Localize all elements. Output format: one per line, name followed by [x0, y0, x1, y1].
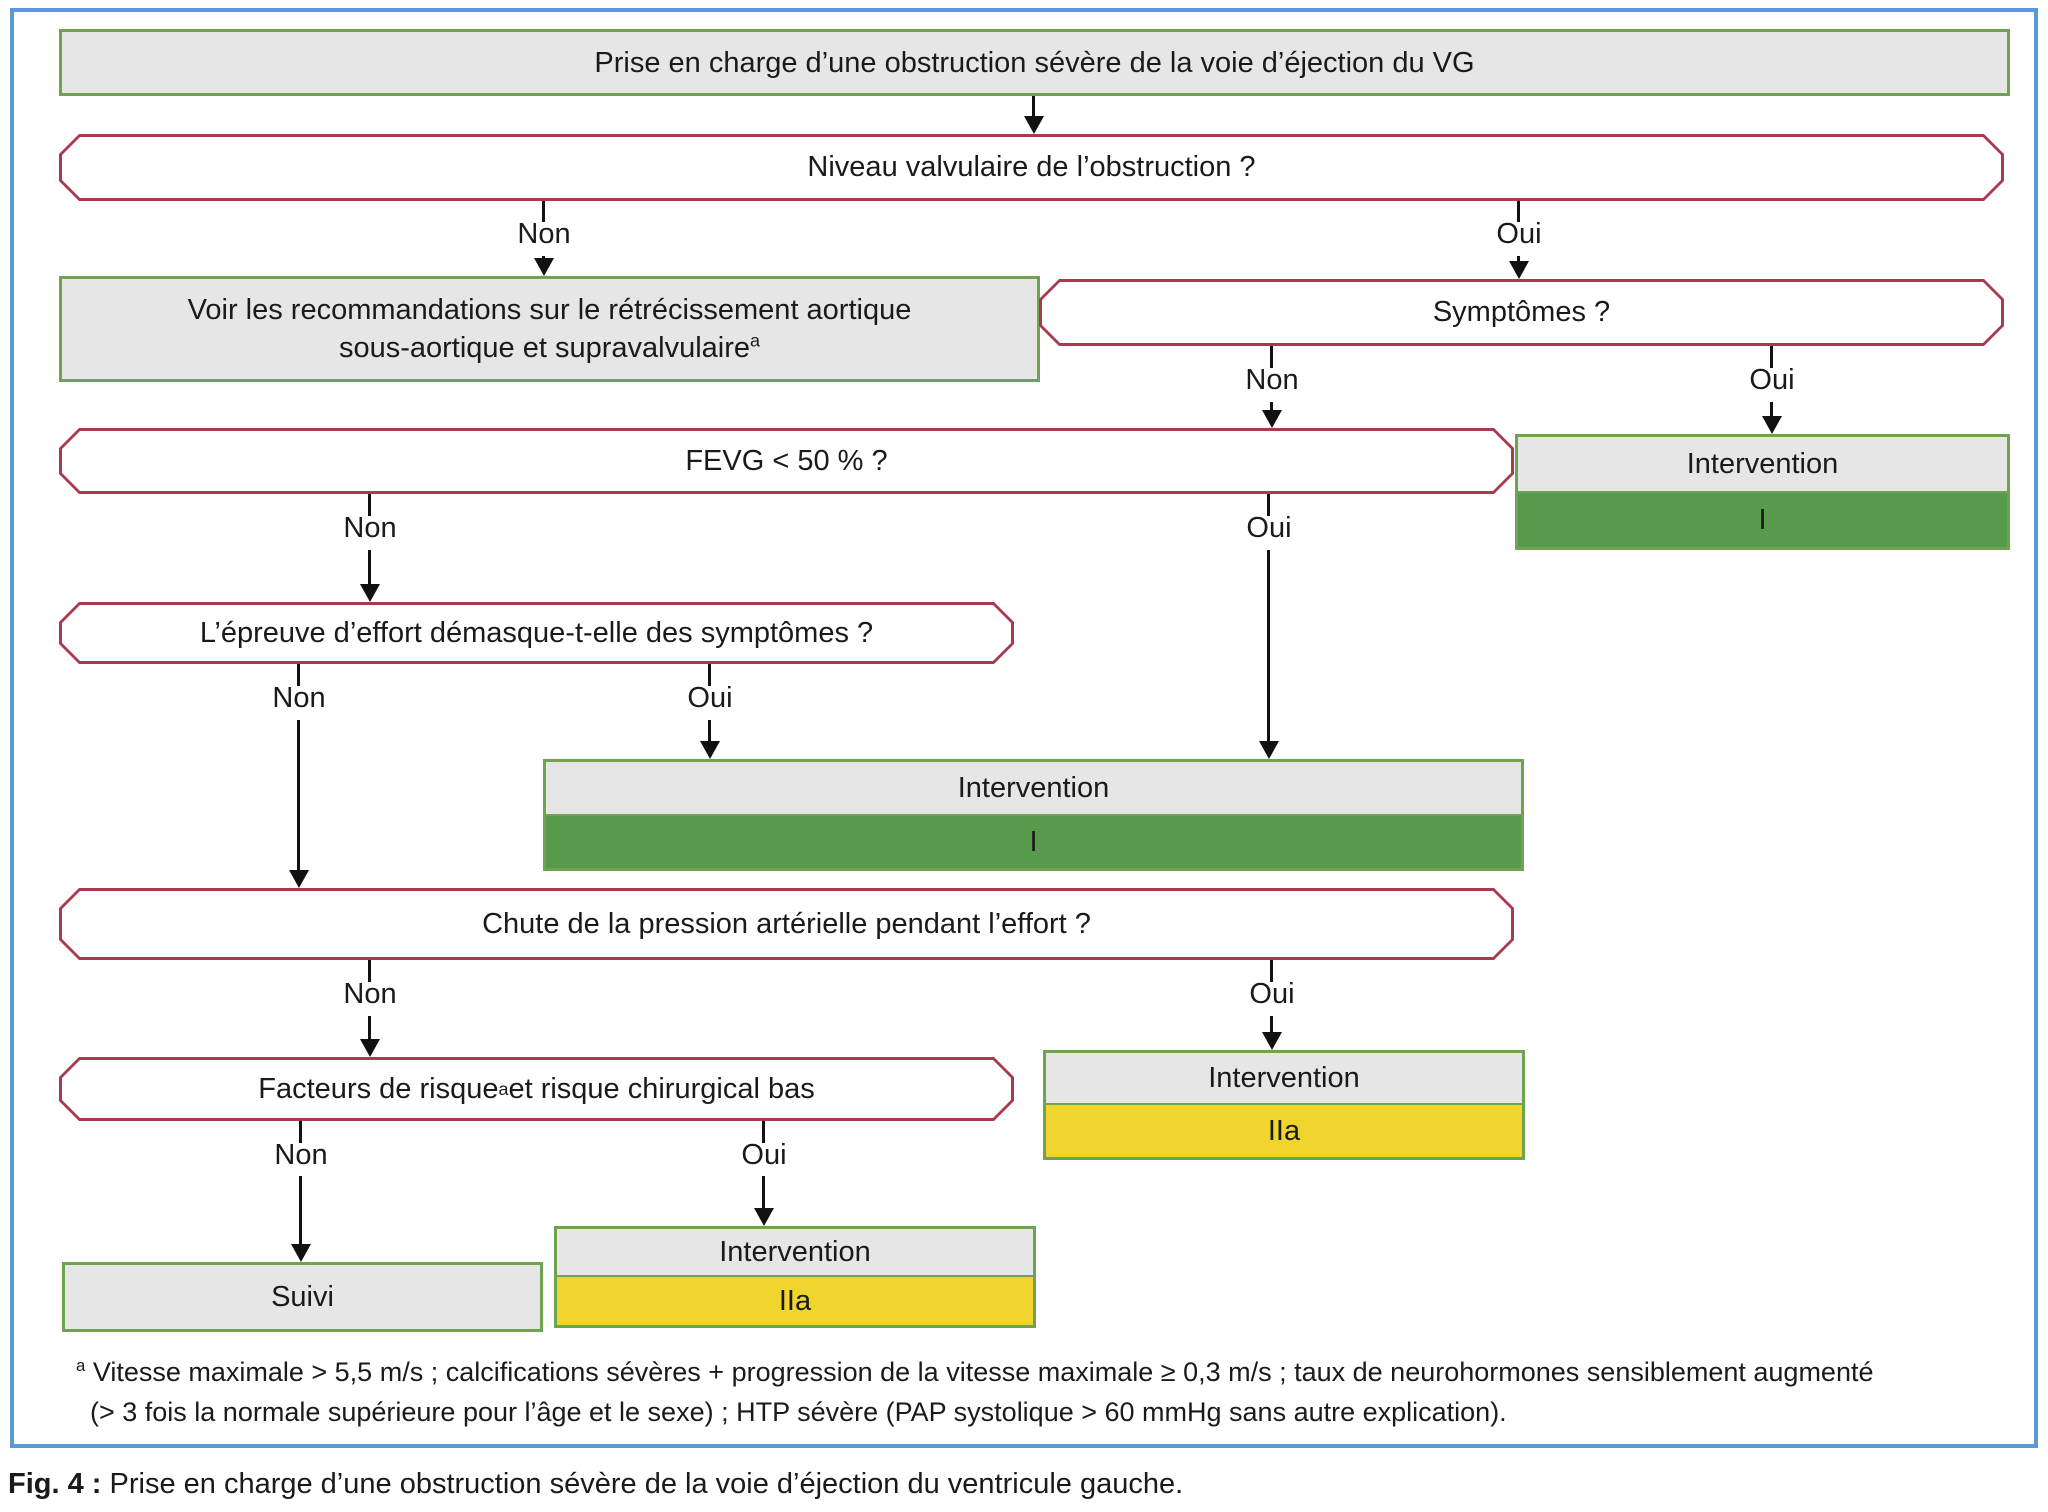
edge-label-non-exercise: Non: [272, 682, 326, 714]
connector-line: [368, 494, 371, 516]
edge-label-non-bp: Non: [343, 978, 397, 1010]
node-q-bp-drop-label: Chute de la pression artérielle pendant …: [482, 907, 1091, 940]
edge-label-oui-valvular: Oui: [1496, 218, 1542, 250]
arrowhead: [360, 584, 380, 602]
node-suivi: Suivi: [62, 1262, 543, 1332]
reco-line1: Voir les recommandations sur le rétrécis…: [187, 294, 912, 326]
connector-line: [1770, 402, 1773, 418]
figure-caption-prefix: Fig. 4 :: [8, 1468, 102, 1500]
edge-label-non-risk: Non: [274, 1139, 328, 1171]
connector-line: [1270, 1016, 1273, 1034]
node-intervention-exercise: Intervention I: [543, 759, 1524, 871]
arrowhead: [1262, 410, 1282, 428]
edge-label-oui-risk: Oui: [741, 1139, 787, 1171]
edge-label-oui-symptoms: Oui: [1749, 364, 1795, 396]
node-q-valvular-level-label: Niveau valvulaire de l’obstruction ?: [807, 151, 1256, 183]
connector-line: [297, 664, 300, 686]
connector-line: [1267, 494, 1270, 516]
edge-label-oui-exercise: Oui: [687, 682, 733, 714]
reco-line2: sous-aortique et supravalvulaire: [338, 332, 751, 364]
node-q-exercise-test: L’épreuve d’effort démasque-t-elle des s…: [59, 602, 1014, 664]
intervention-title: Intervention: [546, 762, 1521, 816]
node-see-recommendations-label: Voir les recommandations sur le rétrécis…: [188, 291, 912, 367]
connector-line: [1032, 96, 1035, 120]
node-q-symptoms: Symptômes ?: [1039, 279, 2004, 346]
footnote: a Vitesse maximale > 5,5 m/s ; calcifica…: [76, 1352, 2016, 1432]
arrowhead: [754, 1208, 774, 1226]
reco-footnote-mark: a: [750, 330, 761, 351]
footnote-line2-text: (> 3 fois la normale supérieure pour l’â…: [90, 1397, 1507, 1427]
connector-line: [708, 720, 711, 743]
arrowhead: [534, 258, 554, 276]
arrowhead: [291, 1244, 311, 1262]
arrowhead: [700, 741, 720, 759]
edge-label-oui-bp: Oui: [1249, 978, 1295, 1010]
connector-line: [1267, 550, 1270, 743]
figure-caption-text: Prise en charge d’une obstruction sévère…: [101, 1468, 1184, 1500]
connector-line: [762, 1121, 765, 1143]
arrowhead: [1262, 1032, 1282, 1050]
connector-line: [368, 550, 371, 586]
node-suivi-label: Suivi: [271, 1281, 334, 1313]
arrowhead: [1762, 416, 1782, 434]
node-start: Prise en charge d’une obstruction sévère…: [59, 29, 2010, 96]
edge-label-oui-fevg: Oui: [1246, 512, 1292, 544]
connector-line: [1270, 346, 1273, 368]
edge-label-non-fevg: Non: [343, 512, 397, 544]
node-q-exercise-test-label: L’épreuve d’effort démasque-t-elle des s…: [199, 616, 874, 649]
intervention-title: Intervention: [1518, 437, 2007, 493]
figure-border-frame: Prise en charge d’une obstruction sévère…: [10, 8, 2038, 1448]
connector-line: [368, 960, 371, 982]
intervention-title: Intervention: [1046, 1053, 1522, 1105]
node-q-fevg: FEVG < 50 % ?: [59, 428, 1514, 494]
node-start-label: Prise en charge d’une obstruction sévère…: [594, 46, 1475, 79]
connector-line: [542, 201, 545, 222]
connector-line: [368, 1016, 371, 1041]
connector-line: [297, 720, 300, 872]
connector-line: [299, 1121, 302, 1143]
node-q-fevg-label: FEVG < 50 % ?: [685, 444, 888, 477]
arrowhead: [1024, 116, 1044, 134]
node-see-recommendations: Voir les recommandations sur le rétrécis…: [59, 276, 1040, 382]
node-q-bp-drop: Chute de la pression artérielle pendant …: [59, 888, 1514, 960]
connector-line: [708, 664, 711, 686]
footnote-line1: a Vitesse maximale > 5,5 m/s ; calcifica…: [76, 1352, 2016, 1392]
connector-line: [1517, 256, 1520, 263]
arrowhead: [1509, 261, 1529, 279]
edge-label-non-symptoms: Non: [1245, 364, 1299, 396]
footnote-line2: (> 3 fois la normale supérieure pour l’â…: [76, 1392, 2016, 1432]
intervention-title: Intervention: [557, 1229, 1033, 1277]
node-q-valvular-level: Niveau valvulaire de l’obstruction ?: [59, 134, 2004, 201]
edge-label-non-valvular: Non: [517, 218, 571, 250]
footnote-mark: a: [76, 1356, 86, 1375]
arrowhead: [289, 870, 309, 888]
node-q-symptoms-label: Symptômes ?: [1432, 296, 1611, 328]
connector-line: [1770, 346, 1773, 368]
arrowhead: [360, 1039, 380, 1057]
connector-line: [1270, 960, 1273, 982]
risk-label-part1: Facteurs de risque: [258, 1072, 499, 1105]
footnote-line1-text: Vitesse maximale > 5,5 m/s ; calcificati…: [85, 1357, 1874, 1387]
intervention-grade-iia: IIa: [1046, 1105, 1522, 1157]
figure-caption: Fig. 4 : Prise en charge d’une obstructi…: [8, 1468, 1183, 1501]
intervention-grade-iia: IIa: [557, 1277, 1033, 1325]
connector-line: [1270, 402, 1273, 412]
node-intervention-risk: Intervention IIa: [554, 1226, 1036, 1328]
connector-line: [1517, 201, 1520, 222]
risk-label-part2: et risque chirurgical bas: [508, 1072, 815, 1105]
connector-line: [762, 1176, 765, 1210]
node-intervention-symptomatic: Intervention I: [1515, 434, 2010, 550]
connector-line: [299, 1176, 302, 1246]
intervention-grade-i: I: [546, 816, 1521, 868]
node-intervention-bp-drop: Intervention IIa: [1043, 1050, 1525, 1160]
arrowhead: [1259, 741, 1279, 759]
intervention-grade-i: I: [1518, 493, 2007, 547]
